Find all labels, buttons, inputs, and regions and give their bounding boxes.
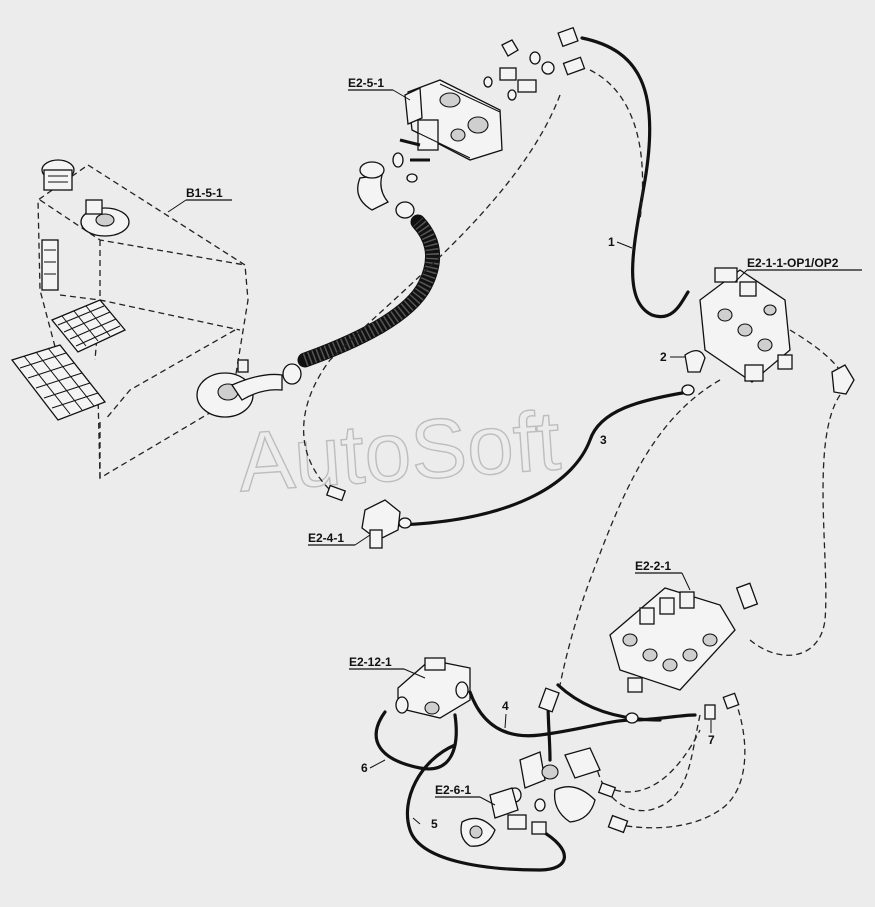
pump-fittings bbox=[483, 26, 586, 101]
hose-6 bbox=[374, 710, 458, 771]
label-e2-1-1: E2-1-1-OP1/OP2 bbox=[747, 256, 839, 270]
label-e2-2-1: E2-2-1 bbox=[635, 559, 671, 573]
fitting-7 bbox=[704, 704, 716, 720]
valve-e2-12-1 bbox=[395, 657, 471, 719]
callout-1: 1 bbox=[608, 235, 615, 249]
label-e2-6-1: E2-6-1 bbox=[435, 783, 471, 797]
suction-hose bbox=[297, 214, 441, 368]
hose-1 bbox=[580, 36, 690, 319]
valve-e2-4-1 bbox=[325, 484, 412, 549]
hose-5 bbox=[405, 743, 566, 872]
tank-step-upper bbox=[50, 299, 127, 353]
control-valve-e2-1-1 bbox=[699, 267, 793, 383]
callout-3: 3 bbox=[600, 433, 607, 447]
hydraulic-pump bbox=[392, 79, 503, 183]
callout-7: 7 bbox=[708, 733, 715, 747]
label-e2-4-1: E2-4-1 bbox=[308, 531, 344, 545]
callout-6: 6 bbox=[361, 761, 368, 775]
label-e2-5-1: E2-5-1 bbox=[348, 76, 384, 90]
tank-step-lower bbox=[10, 344, 107, 421]
callout-4: 4 bbox=[502, 699, 509, 713]
label-e2-12-1: E2-12-1 bbox=[349, 655, 392, 669]
fitting-2 bbox=[684, 350, 706, 373]
watermark-text: AutoSoft bbox=[235, 393, 563, 509]
hose-4 bbox=[468, 690, 634, 738]
callout-5: 5 bbox=[431, 817, 438, 831]
valve-e2-6-1 bbox=[460, 747, 629, 847]
hose-3 bbox=[398, 390, 690, 527]
callout-2: 2 bbox=[660, 350, 667, 364]
hydraulic-tank bbox=[10, 159, 254, 480]
label-b1-5-1: B1-5-1 bbox=[186, 186, 223, 200]
control-valve-e2-2-1 bbox=[609, 587, 736, 693]
